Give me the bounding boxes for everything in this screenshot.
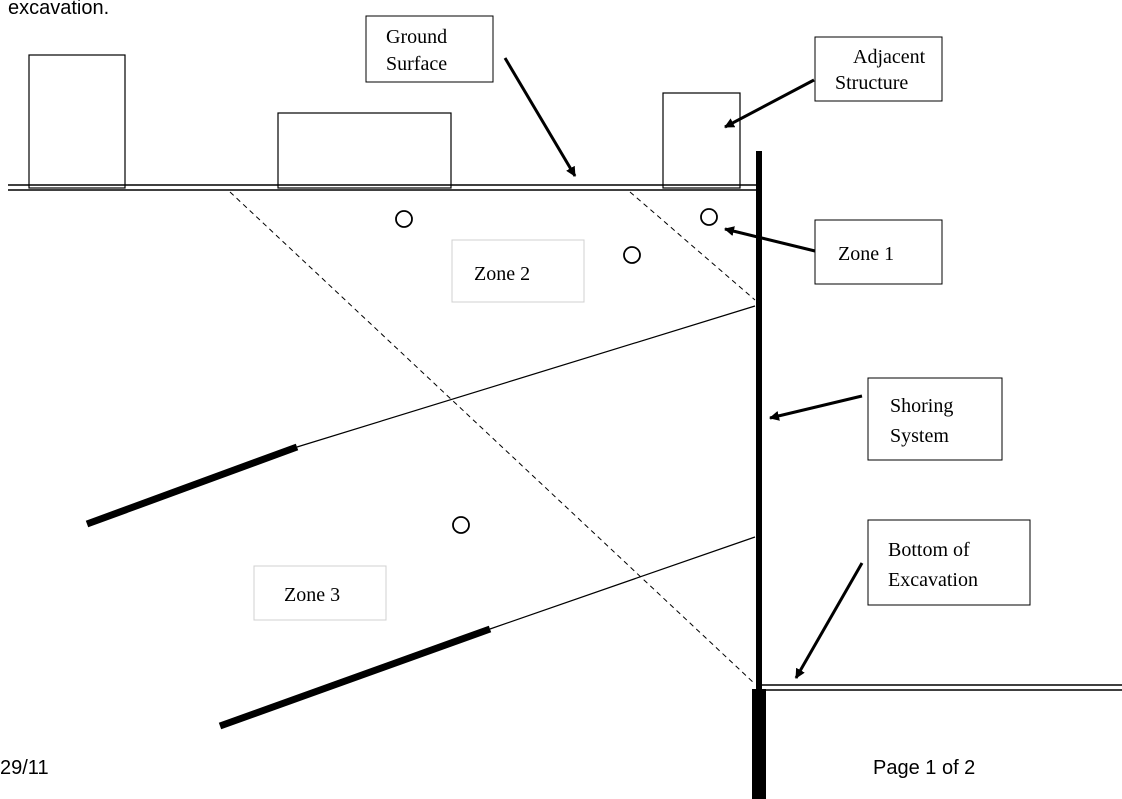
zone1-label: Zone 1 bbox=[838, 243, 894, 265]
building-left bbox=[28, 54, 126, 189]
tieback-lower-anchor bbox=[218, 625, 492, 730]
monitoring-point bbox=[395, 210, 413, 228]
shoring-system-label-box bbox=[867, 377, 1003, 461]
bottom-excavation-label-line1: Bottom of bbox=[888, 539, 970, 561]
footer-date-fragment: 29/11 bbox=[0, 757, 49, 779]
ground-surface-label-box bbox=[365, 15, 494, 83]
monitoring-point bbox=[623, 246, 641, 264]
ground-surface-label-line1: Ground bbox=[386, 26, 447, 48]
tieback-upper-tendon bbox=[296, 305, 756, 448]
zone2-label-box bbox=[451, 239, 585, 303]
zone1-arrow bbox=[724, 226, 816, 253]
bottom-excavation-label-line2: Excavation bbox=[888, 569, 978, 591]
header-fragment: excavation. bbox=[8, 0, 109, 19]
monitoring-point bbox=[452, 516, 470, 534]
zone1-label-box bbox=[814, 219, 943, 285]
zone2-label: Zone 2 bbox=[474, 263, 530, 285]
ground-surface-arrow bbox=[503, 57, 577, 177]
adjacent-structure-arrow bbox=[724, 78, 815, 129]
bottom-excavation-arrow bbox=[794, 562, 864, 679]
zone-boundary-3 bbox=[229, 191, 756, 685]
shoring-system-arrow bbox=[769, 394, 863, 421]
building-middle bbox=[277, 112, 452, 189]
zone-boundary-1 bbox=[629, 191, 756, 301]
tieback-lower-tendon bbox=[489, 536, 756, 630]
ground-surface-label-line2: Surface bbox=[386, 53, 447, 75]
shoring-embedment bbox=[752, 689, 766, 799]
bottom-excavation-label-box bbox=[867, 519, 1031, 606]
footer-page-number: Page 1 of 2 bbox=[873, 757, 975, 779]
shoring-system-label-line1: Shoring bbox=[890, 395, 953, 417]
tieback-upper-anchor bbox=[85, 443, 299, 528]
shoring-system-label-line2: System bbox=[890, 425, 949, 447]
monitoring-point bbox=[700, 208, 718, 226]
adjacent-structure-label-box bbox=[814, 36, 943, 102]
zone3-label-box bbox=[253, 565, 387, 621]
adjacent-structure bbox=[662, 92, 741, 189]
adjacent-structure-label-line1: Adjacent bbox=[853, 46, 926, 68]
adjacent-structure-label-line2: Structure bbox=[835, 72, 908, 94]
zone3-label: Zone 3 bbox=[284, 584, 340, 606]
